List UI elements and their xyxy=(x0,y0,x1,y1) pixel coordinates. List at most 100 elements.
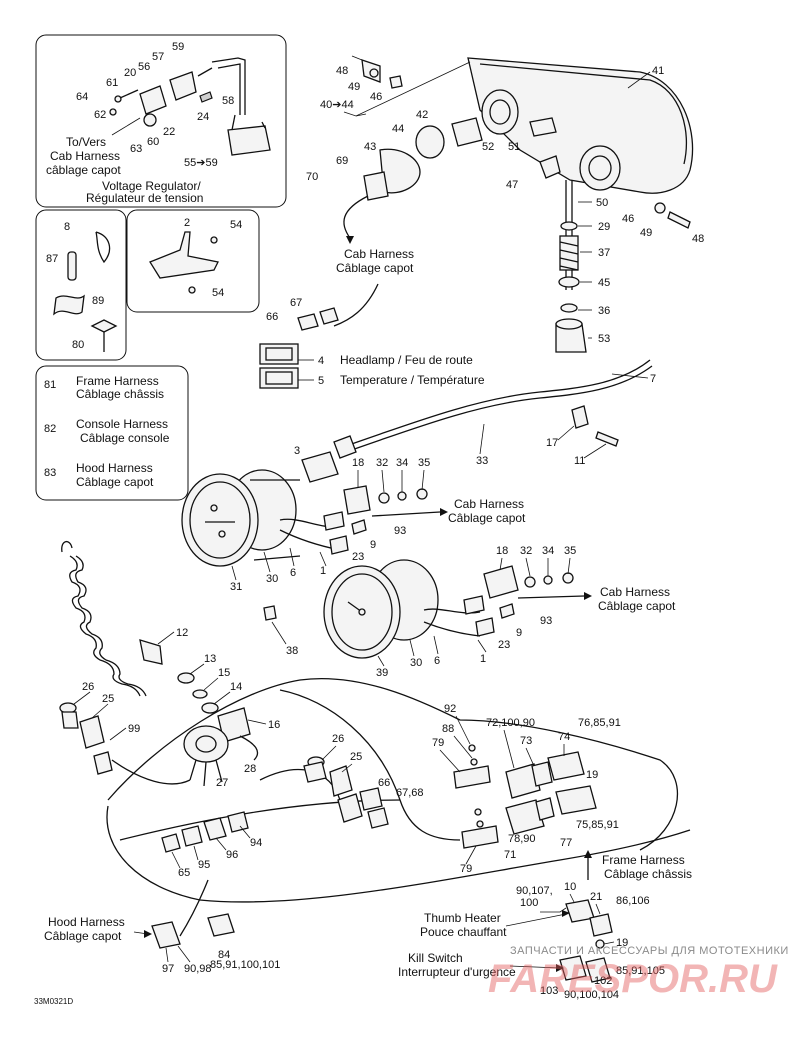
part-number: 62 xyxy=(94,109,106,121)
inset-title: Voltage Regulator/ xyxy=(102,179,201,193)
part-number: 96 xyxy=(226,849,238,861)
harness-label: Câblage capot xyxy=(448,511,526,525)
legend-label: Console Harness xyxy=(76,417,168,431)
part-number: 9 xyxy=(516,627,522,639)
legend-label: Frame Harness xyxy=(76,374,159,388)
right-console-parts: 92 88 79 79 72,100,90 73 74 76,85,91 19 … xyxy=(432,703,621,875)
part-number: 47 xyxy=(506,179,518,191)
watermark-brand: FARESPOR.RU xyxy=(488,957,778,1001)
harness-label: Cab Harness xyxy=(600,585,670,599)
part-number: 26 xyxy=(332,733,344,745)
part-number: 83 xyxy=(44,467,56,479)
figure-code: 33M0321D xyxy=(34,997,73,1006)
harness-label: Câblage capot xyxy=(598,599,676,613)
part-number: 100 xyxy=(520,897,538,909)
part-number: 97 xyxy=(162,963,174,975)
part-number: 13 xyxy=(204,653,216,665)
voltage-regulator-parts xyxy=(109,57,271,156)
part-number: 45 xyxy=(598,277,610,289)
voltage-regulator-inset xyxy=(35,34,287,208)
harness-label: Cab Harness xyxy=(344,247,414,261)
legend-label: Câblage console xyxy=(80,431,170,445)
part-number: 1 xyxy=(320,565,326,577)
part-number: 84 xyxy=(218,949,230,961)
part-number: 77 xyxy=(560,837,572,849)
part-number: 50 xyxy=(596,197,608,209)
gauge-31 xyxy=(181,451,428,567)
part-number: 21 xyxy=(590,891,602,903)
part-number: 19 xyxy=(616,937,628,949)
gauge-39 xyxy=(323,559,574,659)
part-number: 85,91,100,101 xyxy=(210,959,280,971)
part-number: 29 xyxy=(598,221,610,233)
part-number: 60 xyxy=(147,136,159,148)
cab-harness-arrow xyxy=(371,511,441,517)
part-number: 70 xyxy=(306,171,318,183)
part-number: 48 xyxy=(692,233,704,245)
part-number: 48 xyxy=(336,65,348,77)
part-number: 58 xyxy=(222,95,234,107)
cable-33 xyxy=(345,359,651,447)
part-number: 34 xyxy=(396,457,408,469)
part-number: 33 xyxy=(476,455,488,467)
part-number: 37 xyxy=(598,247,610,259)
part-number: 35 xyxy=(418,457,430,469)
harness-label: Cab Harness xyxy=(454,497,524,511)
arrow-head xyxy=(584,592,592,600)
harness-label: To/Vers xyxy=(66,135,106,149)
part-number: 99 xyxy=(128,723,140,735)
part-number: 74 xyxy=(558,731,570,743)
part-number: 9 xyxy=(370,539,376,551)
part-number: 67,68 xyxy=(396,787,424,799)
part-number: 89 xyxy=(92,295,104,307)
component-label: Kill Switch xyxy=(408,951,463,965)
part-number: 25 xyxy=(102,693,114,705)
part-number: 71 xyxy=(504,849,516,861)
part-number: 73 xyxy=(520,735,532,747)
part-number: 93 xyxy=(540,615,552,627)
part-number: 5 xyxy=(318,375,324,387)
part-number: 82 xyxy=(44,423,56,435)
part-number: 10 xyxy=(564,881,576,893)
part-number: 80 xyxy=(72,339,84,351)
part-number: 56 xyxy=(138,61,150,73)
part-number: 32 xyxy=(376,457,388,469)
fastener-inset xyxy=(35,209,127,361)
harness-legend: 81 Frame Harness Câblage châssis 82 Cons… xyxy=(44,374,170,489)
part-number: 8 xyxy=(64,221,70,233)
part-number: 6 xyxy=(434,655,440,667)
part-number: 102 xyxy=(594,975,612,987)
fastener-parts: 8 87 89 80 xyxy=(46,221,118,352)
part-number: 90,98 xyxy=(184,963,212,975)
arrow-head xyxy=(346,236,354,244)
part-number: 75,85,91 xyxy=(576,819,619,831)
component-label: Pouce chauffant xyxy=(420,925,507,939)
part-number: 61 xyxy=(106,77,118,89)
part-number: 42 xyxy=(416,109,428,121)
cab-harness-arrow xyxy=(343,195,369,239)
part-number: 28 xyxy=(244,763,256,775)
part-number: 43 xyxy=(364,141,376,153)
part-number: 18 xyxy=(496,545,508,557)
watermark-text: ЗАПЧАСТИ И АКСЕССУАРЫ ДЛЯ МОТОТЕХНИКИ xyxy=(510,945,789,957)
part-number: 18 xyxy=(352,457,364,469)
part-number: 41 xyxy=(652,65,664,77)
part-number: 38 xyxy=(286,645,298,657)
part-number: 4 xyxy=(318,355,324,367)
part-number: 19 xyxy=(586,769,598,781)
part-number: 25 xyxy=(350,751,362,763)
part-number: 31 xyxy=(230,581,242,593)
part-number: 72,100,90 xyxy=(486,717,535,729)
component-label: Interrupteur d'urgence xyxy=(398,965,516,979)
part-number: 66 xyxy=(266,311,278,323)
legend-label: Hood Harness xyxy=(76,461,153,475)
part-number: 54 xyxy=(212,287,224,299)
part-number: 27 xyxy=(216,777,228,789)
inset-title: Régulateur de tension xyxy=(86,191,203,205)
part-number: 49 xyxy=(640,227,652,239)
legend-label: Câblage capot xyxy=(76,475,154,489)
part-number: 64 xyxy=(76,91,88,103)
console-outline xyxy=(279,689,461,841)
arrow-head xyxy=(440,508,448,516)
